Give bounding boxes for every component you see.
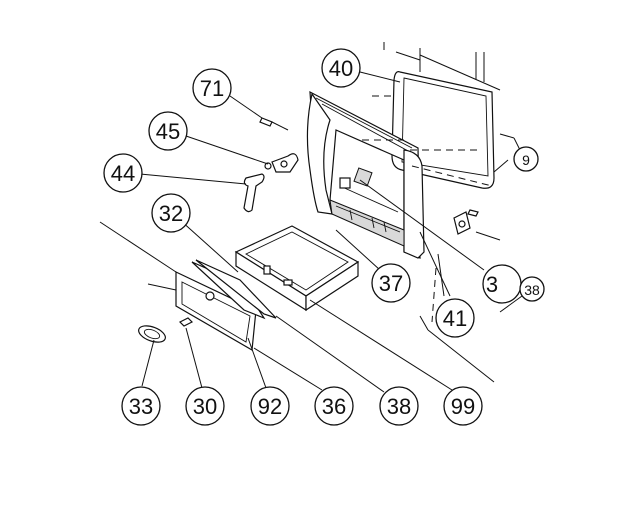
callout-9: 9 (513, 146, 539, 172)
ash-drawer (234, 225, 360, 312)
svg-text:9: 9 (522, 152, 530, 168)
svg-text:38: 38 (524, 282, 540, 298)
callout-32: 32 (151, 193, 191, 233)
hinge-part (264, 153, 299, 173)
svg-text:38: 38 (387, 394, 411, 419)
bracket-right (453, 209, 479, 235)
callout-38: 38 (379, 386, 419, 426)
glass-panel (383, 42, 501, 189)
svg-text:92: 92 (258, 394, 282, 419)
callout-92: 92 (250, 386, 290, 426)
handle-part (243, 173, 265, 213)
svg-text:45: 45 (156, 119, 180, 144)
svg-text:32: 32 (159, 201, 183, 226)
svg-text:71: 71 (200, 76, 224, 101)
screw-30 (178, 317, 194, 327)
svg-text:40: 40 (329, 56, 353, 81)
callout-41: 41 (435, 298, 475, 338)
svg-text:99: 99 (451, 394, 475, 419)
callout-99: 99 (443, 386, 483, 426)
callout-33: 33 (121, 386, 161, 426)
screw-71 (259, 117, 273, 127)
callout-37: 37 (371, 263, 411, 303)
leader-lines (99, 71, 523, 393)
door-frame (306, 90, 425, 259)
drawer-front (175, 259, 277, 351)
svg-text:41: 41 (443, 306, 467, 331)
callout-44: 44 (103, 153, 143, 193)
svg-text:30: 30 (193, 394, 217, 419)
callout-3: 3 (482, 264, 522, 304)
callout-45: 45 (148, 111, 188, 151)
svg-text:44: 44 (111, 161, 135, 186)
callout-38-small: 38 (519, 276, 545, 302)
knob-part (138, 325, 166, 343)
svg-text:3: 3 (486, 272, 498, 297)
callout-71: 71 (192, 68, 232, 108)
callout-30: 30 (185, 386, 225, 426)
callout-40: 40 (321, 48, 361, 88)
svg-text:37: 37 (379, 271, 403, 296)
dashed-guides (362, 95, 493, 323)
svg-text:33: 33 (129, 394, 153, 419)
svg-text:36: 36 (322, 394, 346, 419)
callout-36: 36 (314, 386, 354, 426)
